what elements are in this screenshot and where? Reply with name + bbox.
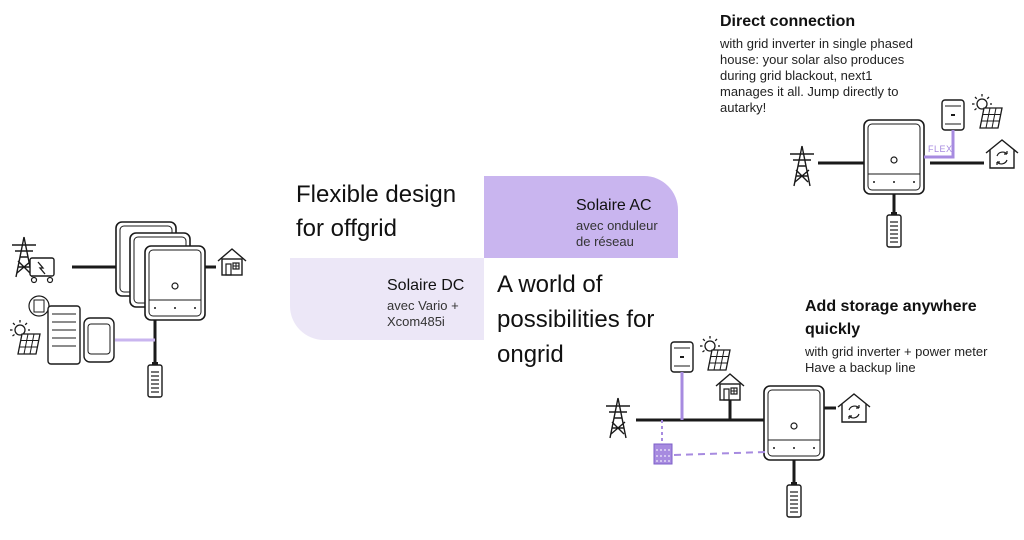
note-title: Direct connection (720, 13, 856, 30)
generator-icon (29, 257, 55, 284)
card-subtitle: Xcom485i (387, 314, 445, 329)
flex-label: FLEX (928, 144, 953, 154)
offgrid-heading-line: for offgrid (296, 215, 397, 242)
inverter-stack (115, 221, 206, 321)
card-subtitle: avec Vario + (387, 298, 459, 313)
inverter-icon (863, 119, 925, 195)
note-line: during grid blackout, next1 (720, 68, 873, 83)
offgrid-heading-line: Flexible design (296, 181, 457, 208)
card-subtitle: avec onduleur (576, 218, 658, 233)
storage-anywhere-system (605, 335, 871, 518)
ongrid-heading-line: A world of (497, 271, 603, 298)
card-subtitle: de réseau (576, 234, 634, 249)
ongrid-heading-line: possibilities for (497, 306, 655, 333)
note-title: quickly (805, 321, 861, 338)
note-line: with grid inverter + power meter (805, 344, 988, 359)
note-title: Add storage anywhere (805, 298, 977, 315)
battery-icon (886, 211, 902, 248)
note-line: Have a backup line (805, 360, 916, 375)
house-icon (217, 248, 247, 276)
card-title: Solaire DC (387, 277, 465, 294)
solar-panel-icon (699, 335, 731, 371)
direct-connection-system (789, 93, 1019, 248)
solar-ac-card: Solaire AC avec onduleur de réseau (484, 176, 678, 258)
power-meter-icon (653, 443, 673, 465)
house-icon (715, 373, 745, 401)
vario-xcom-devices (28, 295, 115, 365)
inverter-icon (670, 341, 694, 373)
note-line: manages it all. Jump directly to (720, 84, 899, 99)
offgrid-system (9, 221, 247, 398)
note-line: house: your solar also produces (720, 52, 905, 67)
battery-icon (147, 361, 163, 398)
inverter-icon (144, 245, 206, 321)
inverter-icon (941, 99, 965, 131)
inverter-icon (763, 385, 825, 461)
ongrid-heading-line: ongrid (497, 341, 564, 368)
solar-panel-icon (971, 93, 1003, 129)
pylon-icon (605, 397, 631, 439)
solar-panel-icon (9, 319, 41, 355)
solar-dc-card: Solaire DC avec Vario + Xcom485i (290, 258, 484, 340)
pylon-icon (789, 145, 815, 187)
card-title: Solaire AC (576, 197, 652, 214)
smart-house-icon (985, 139, 1019, 169)
smart-house-icon (837, 393, 871, 423)
battery-icon (786, 481, 802, 518)
note-line: with grid inverter in single phased (720, 36, 913, 51)
note-line: autarky! (720, 100, 767, 115)
